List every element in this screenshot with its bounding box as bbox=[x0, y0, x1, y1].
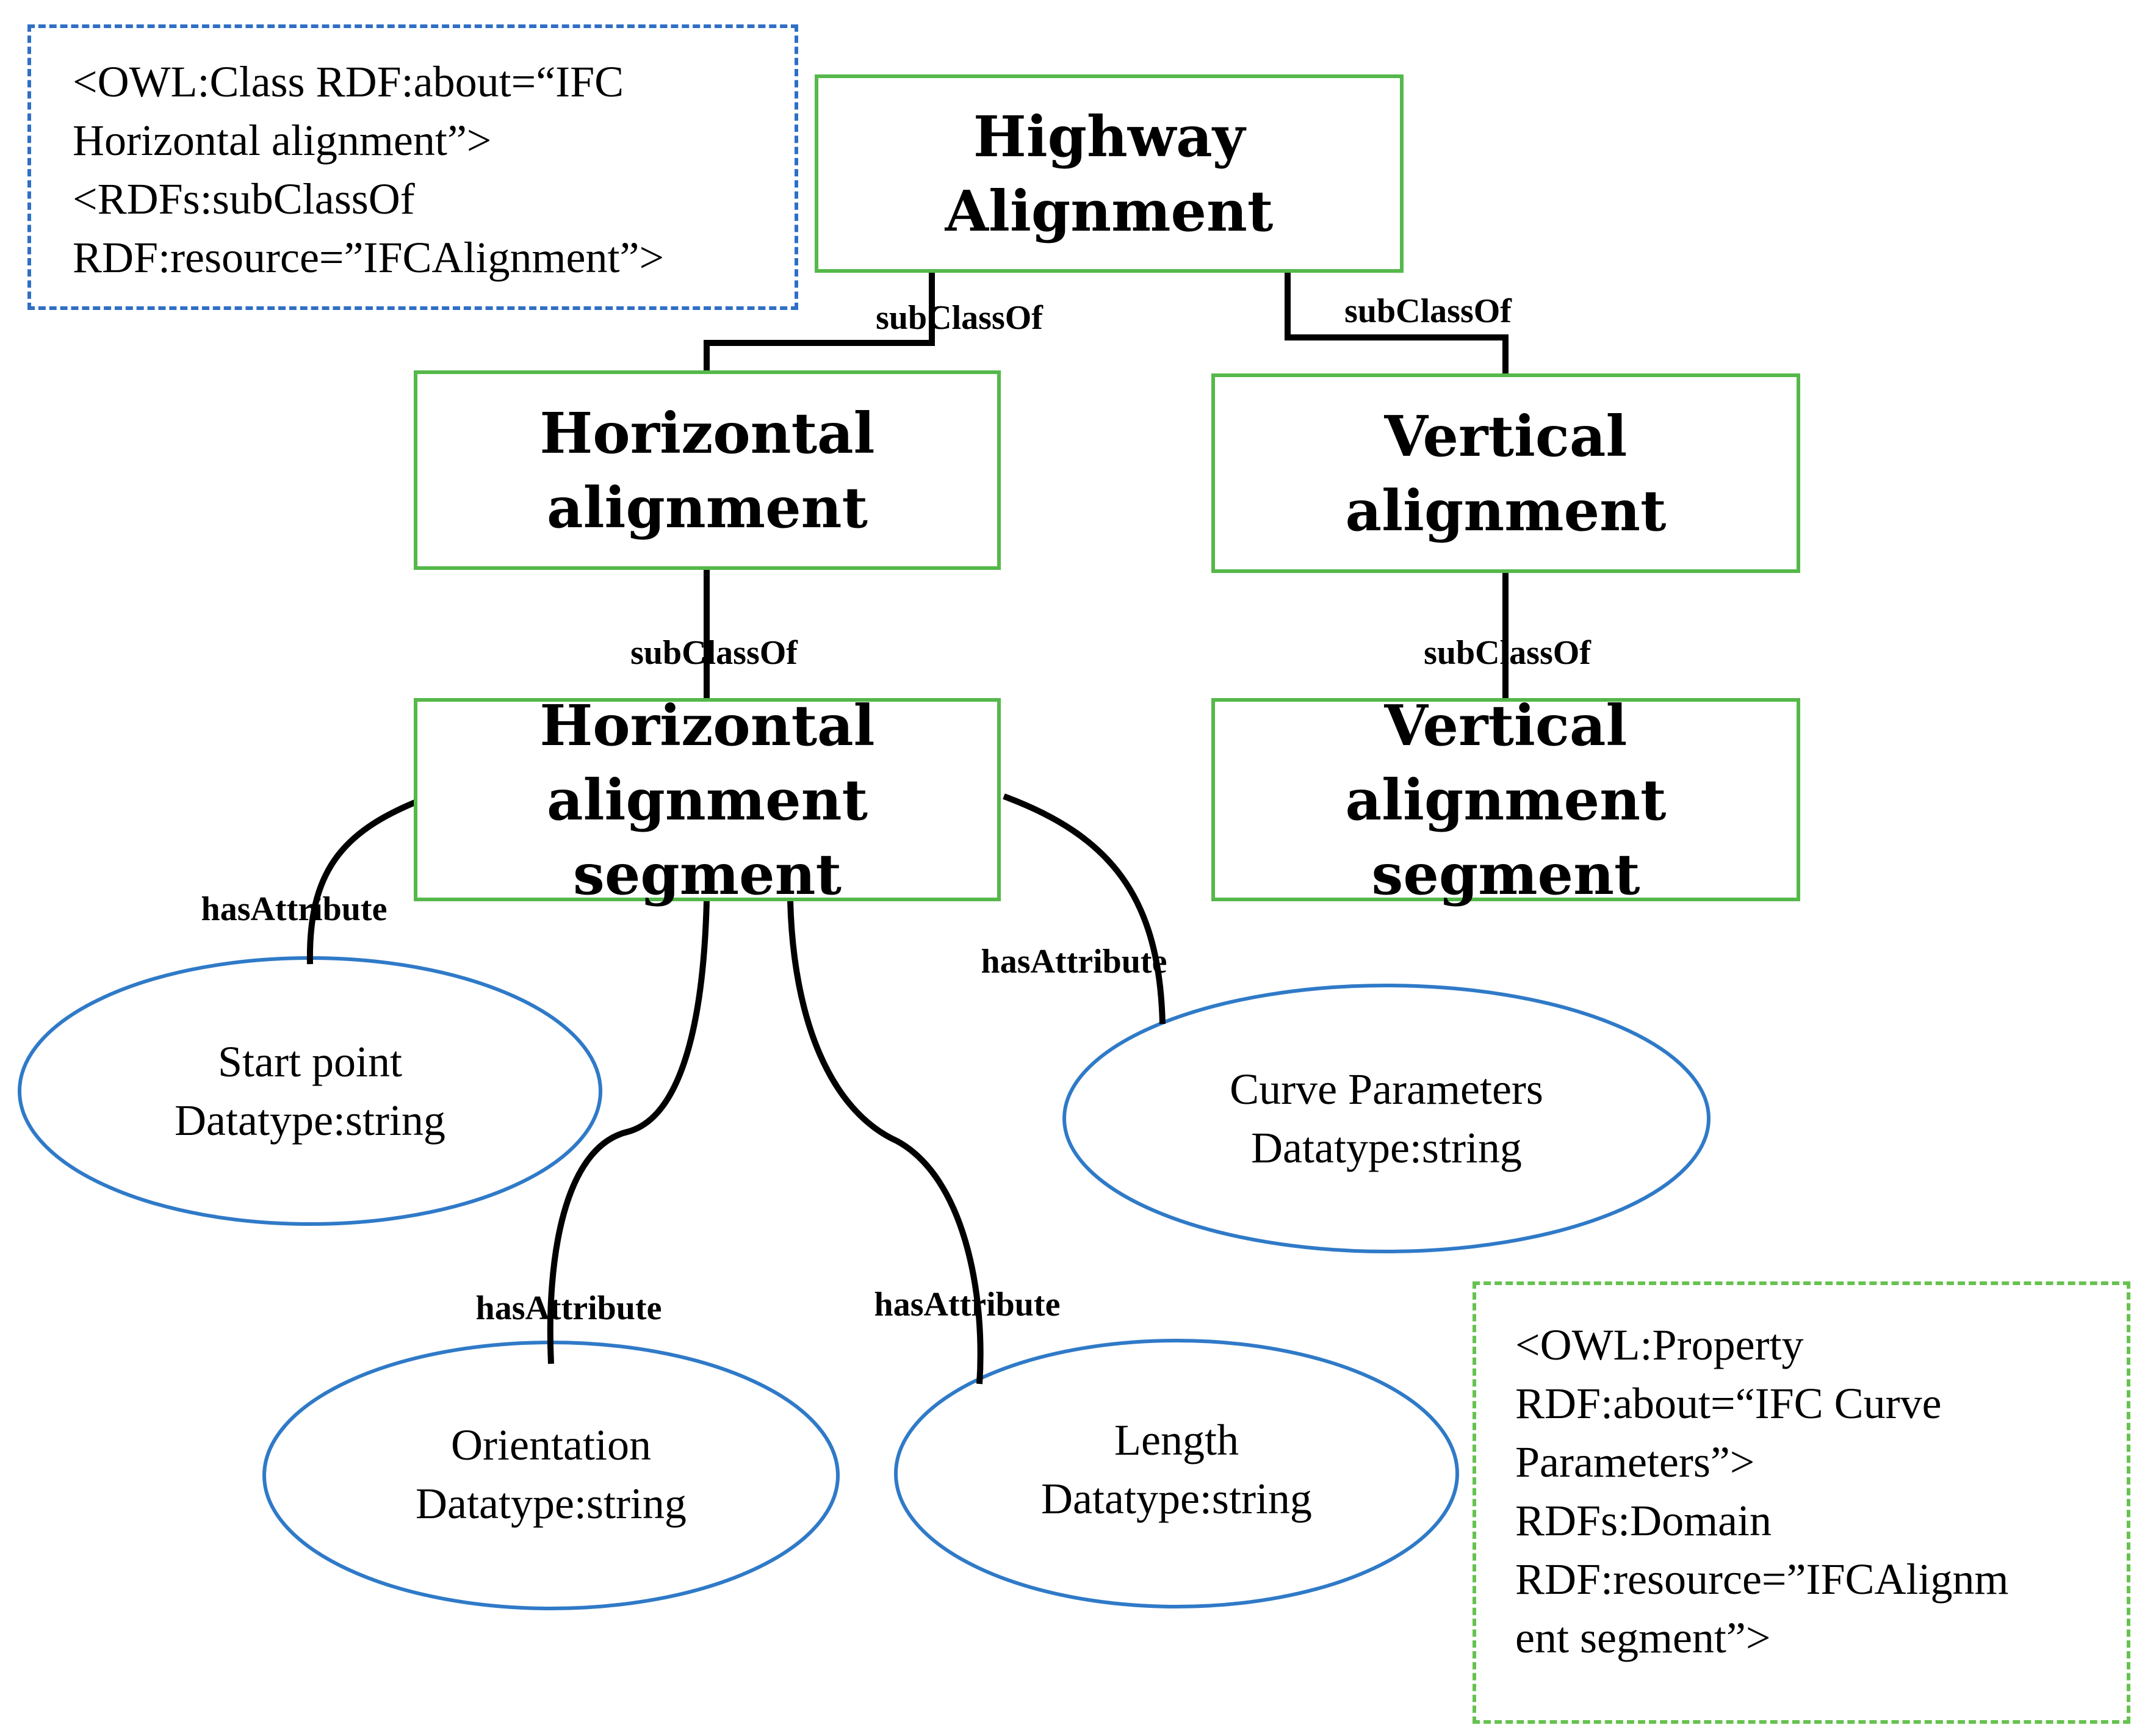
attribute-arrow-orientation bbox=[547, 900, 710, 1364]
edge-label-hasattribute: hasAttribute bbox=[981, 943, 1167, 981]
edge-label-hasattribute: hasAttribute bbox=[475, 1289, 662, 1327]
attribute-length: Length Datatype:string bbox=[945, 1373, 1408, 1566]
edge-label-hasattribute: hasAttribute bbox=[201, 890, 388, 928]
edge-label-subclassof: subClassOf bbox=[630, 634, 798, 672]
class-label-line: Vertical bbox=[1384, 403, 1628, 469]
attribute-ellipse-curve-parameters bbox=[1062, 984, 1711, 1253]
note-line: <OWL:Property bbox=[1515, 1320, 1804, 1369]
class-box-vertical-alignment: Vertical alignment bbox=[1211, 373, 1800, 573]
note-line: <OWL:Class RDF:about=“IFC bbox=[73, 57, 624, 106]
attribute-orientation: Orientation Datatype:string bbox=[313, 1378, 789, 1571]
class-box-horizontal-alignment: Horizontal alignment bbox=[414, 370, 1001, 570]
class-label-line: Vertical alignment bbox=[1345, 692, 1667, 833]
edge-label-subclassof: subClassOf bbox=[1424, 634, 1591, 672]
class-box-horizontal-alignment-segment: Horizontal alignment segment bbox=[414, 693, 1001, 907]
attribute-arrow-length bbox=[787, 900, 984, 1385]
class-label-line: segment bbox=[1371, 841, 1640, 907]
attribute-datatype: Datatype:string bbox=[416, 1479, 687, 1528]
attribute-datatype: Datatype:string bbox=[175, 1096, 445, 1145]
note-line: Parameters”> bbox=[1515, 1438, 1755, 1486]
note-line: <RDFs:subClassOf bbox=[73, 175, 415, 223]
class-label-line: Horizontal bbox=[539, 692, 875, 758]
owl-property-note: <OWL:Property RDF:about=“IFC Curve Param… bbox=[1473, 1281, 2130, 1724]
attribute-datatype: Datatype:string bbox=[1041, 1474, 1312, 1523]
edge-label-hasattribute: hasAttribute bbox=[874, 1286, 1061, 1324]
note-line: Horizontal alignment”> bbox=[73, 116, 492, 165]
class-label-line: Alignment bbox=[945, 178, 1274, 244]
attribute-arrow-curve-parameters bbox=[1003, 793, 1166, 1025]
attribute-start-point: Start point Datatype:string bbox=[68, 995, 552, 1187]
class-box-vertical-alignment-segment: Vertical alignment segment bbox=[1211, 693, 1800, 907]
attribute-name: Curve Parameters bbox=[1230, 1065, 1543, 1114]
class-label-line: alignment bbox=[547, 474, 868, 541]
edge-label-subclassof: subClassOf bbox=[876, 299, 1043, 337]
note-line: RDFs:Domain bbox=[1515, 1496, 1772, 1545]
class-label-line: alignment bbox=[1345, 477, 1667, 544]
note-line: RDF:resource=”IFCAlignment”> bbox=[73, 233, 665, 282]
edge-label-subclassof: subClassOf bbox=[1344, 292, 1512, 330]
subclass-arrow-vertical-to-highway bbox=[1285, 267, 1509, 375]
class-label-line: Highway bbox=[973, 103, 1246, 170]
class-box-highway-alignment: Highway Alignment bbox=[815, 74, 1404, 273]
attribute-ellipse-length bbox=[894, 1339, 1459, 1608]
attribute-name: Orientation bbox=[451, 1421, 651, 1469]
attribute-datatype: Datatype:string bbox=[1251, 1123, 1522, 1172]
attribute-curve-parameters: Curve Parameters Datatype:string bbox=[1118, 1022, 1655, 1215]
note-line: RDF:about=“IFC Curve bbox=[1515, 1379, 1942, 1428]
owl-class-note: <OWL:Class RDF:about=“IFC Horizontal ali… bbox=[27, 24, 798, 310]
attribute-name: Length bbox=[1114, 1416, 1239, 1464]
attribute-arrow-start-point bbox=[306, 799, 416, 965]
note-line: ent segment”> bbox=[1515, 1613, 1771, 1662]
class-label-line: alignment segment bbox=[547, 766, 868, 907]
attribute-name: Start point bbox=[218, 1037, 402, 1086]
note-line: RDF:resource=”IFCAlignm bbox=[1515, 1555, 2009, 1604]
class-label-line: Horizontal bbox=[539, 400, 875, 466]
subclass-arrow-horizontal-to-highway bbox=[704, 272, 935, 372]
